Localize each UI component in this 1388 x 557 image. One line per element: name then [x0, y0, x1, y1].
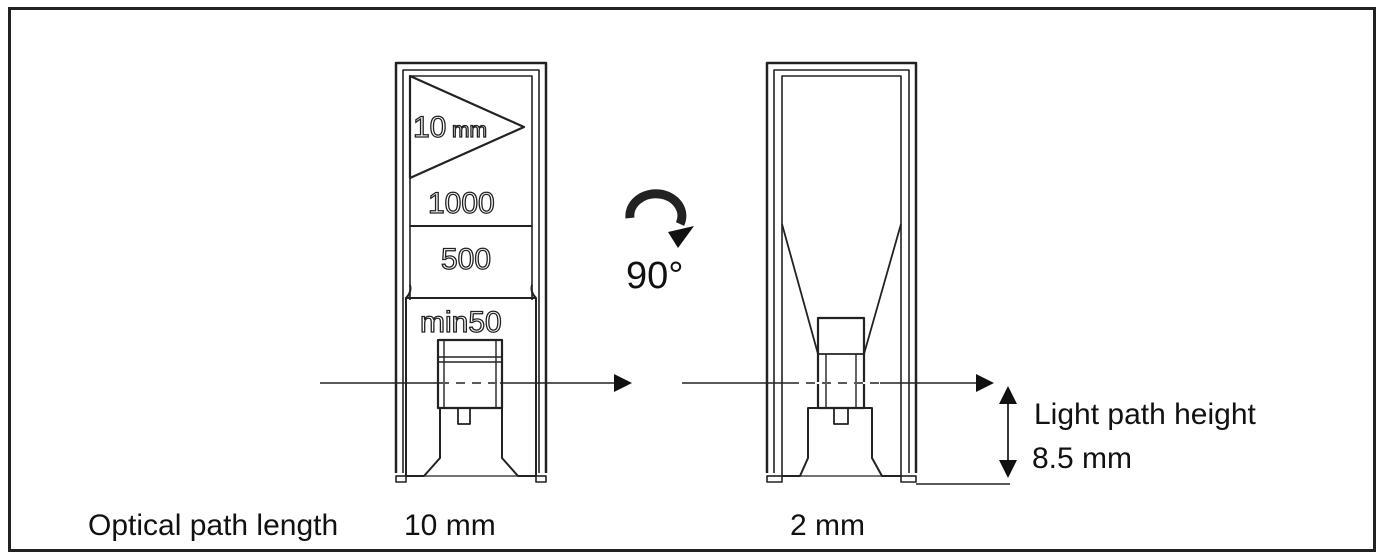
rotation-angle-label: 90°: [626, 255, 683, 297]
right-cuvette-window: [816, 316, 866, 410]
dimension-arrow-down-icon: [999, 460, 1017, 478]
right-beam-arrowhead-icon: [976, 374, 994, 392]
dimension-arrow-up-icon: [999, 386, 1017, 404]
right-cuvette: [765, 61, 918, 483]
volume-mark-min: min50: [420, 306, 502, 339]
left-beam-arrowhead-icon: [614, 374, 632, 392]
left-cuvette-triangle-marker: [408, 74, 526, 180]
left-cuvette-outer-wall: [394, 61, 548, 473]
left-cuvette: [394, 61, 548, 483]
volume-mark-500: 500: [441, 243, 491, 276]
diagram-border: [8, 7, 1376, 552]
mark-10mm-number: 10: [413, 111, 446, 144]
light-path-height-label: Light path height: [1034, 398, 1257, 431]
volume-mark-1000: 1000: [428, 187, 495, 220]
rotate-arrow-icon: [625, 189, 687, 226]
optical-path-length-value: 10 mm: [404, 509, 496, 542]
light-path-height-value: 8.5 mm: [1032, 442, 1132, 475]
light-path-height-dimension: [916, 392, 1010, 485]
mark-10mm-unit: mm: [452, 119, 487, 142]
right-cuvette-funnel: [781, 223, 902, 355]
left-cuvette-window: [436, 338, 504, 410]
right-cuvette-outer-wall: [765, 61, 918, 473]
rotate-arrowhead-icon: [668, 226, 694, 248]
right-width-value: 2 mm: [790, 509, 865, 542]
optical-path-length-label: Optical path length: [88, 509, 338, 542]
